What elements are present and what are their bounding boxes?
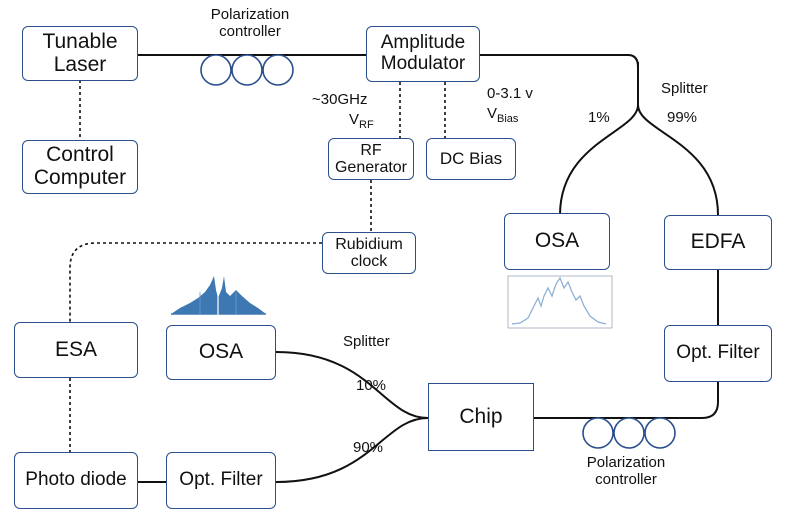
polarization-controller-top-label: Polarization controller <box>208 6 292 40</box>
rf-generator-label-2: Generator <box>334 159 408 176</box>
opt-filter-bottom-label: Opt. Filter <box>179 469 263 491</box>
splitter-bottom-label: Splitter <box>343 333 390 350</box>
control-computer-label-2: Computer <box>33 166 127 189</box>
pc-bottom-line-2: controller <box>595 470 657 488</box>
splitter-top-label: Splitter <box>661 80 708 97</box>
esa-box: ESA <box>14 322 138 378</box>
polarization-controller-bottom-label: Polarization controller <box>580 454 672 488</box>
v-rf-label: VRF <box>349 111 374 131</box>
split-90pct-label: 90% <box>353 439 384 456</box>
tunable-laser-box: Tunable Laser <box>22 26 138 81</box>
osa-top-label: OSA <box>534 229 580 253</box>
esa-label: ESA <box>54 337 98 361</box>
photo-diode-label: Photo diode <box>25 469 127 491</box>
link-rubidium-esa <box>69 242 322 322</box>
opt-filter-right-label: Opt. Filter <box>676 342 760 364</box>
amplitude-modulator-label-2: Modulator <box>380 53 466 74</box>
fiber-splitter-99pct <box>637 104 719 216</box>
v-rf-sub: RF <box>359 119 374 131</box>
fiber-splitter-1pct <box>559 62 639 216</box>
v-bias-label: VBias <box>487 105 519 125</box>
pc-top-line-2: controller <box>219 22 281 40</box>
osa-left-label: OSA <box>198 340 244 364</box>
rubidium-clock-box: Rubidium clock <box>322 232 416 274</box>
polarization-controller-bottom-icon <box>582 417 676 449</box>
chip-label: Chip <box>459 404 503 428</box>
rf-generator-label-1: RF <box>360 141 382 159</box>
edfa-box: EDFA <box>664 215 772 270</box>
osa-trace-icon <box>507 275 613 329</box>
pc-top-line-1: Polarization <box>210 6 290 23</box>
osa-left-box: OSA <box>166 325 276 380</box>
amplitude-modulator-box: Amplitude Modulator <box>366 26 480 82</box>
fiber-filter-chip <box>534 382 719 419</box>
v-rf-main: V <box>349 111 360 128</box>
v-bias-main: V <box>487 105 498 122</box>
chip-box: Chip <box>428 383 534 451</box>
comb-spectrum-icon <box>170 270 267 317</box>
osa-top-box: OSA <box>504 213 610 270</box>
control-computer-box: Control Computer <box>22 140 138 194</box>
fiber-modulator-splitter <box>480 54 639 68</box>
edfa-label: EDFA <box>690 230 746 254</box>
dc-bias-box: DC Bias <box>426 138 516 180</box>
rf-frequency-label: ~30GHz <box>312 91 368 108</box>
rf-generator-box: RF Generator <box>328 138 414 180</box>
split-1pct-label: 1% <box>588 109 610 126</box>
opt-filter-right-box: Opt. Filter <box>664 325 772 382</box>
tunable-laser-label-1: Tunable <box>42 29 118 53</box>
v-bias-sub: Bias <box>497 113 519 125</box>
tunable-laser-label-2: Laser <box>53 52 107 76</box>
fiber-chip-filter <box>275 417 429 483</box>
amplitude-modulator-label-1: Amplitude <box>380 32 466 54</box>
control-computer-label-1: Control <box>46 143 114 167</box>
rubidium-clock-label-2: clock <box>350 253 388 270</box>
dc-bias-label: DC Bias <box>439 148 503 168</box>
pc-bottom-line-1: Polarization <box>586 454 666 471</box>
polarization-controller-top-icon <box>200 54 294 86</box>
photo-diode-box: Photo diode <box>14 452 138 509</box>
split-99pct-label: 99% <box>667 109 698 126</box>
rubidium-clock-label-1: Rubidium <box>335 235 403 253</box>
split-10pct-label: 10% <box>356 377 387 394</box>
fiber-chip-osa <box>275 351 429 419</box>
opt-filter-bottom-box: Opt. Filter <box>166 452 276 509</box>
bias-range-label: 0-3.1 v <box>487 85 533 102</box>
